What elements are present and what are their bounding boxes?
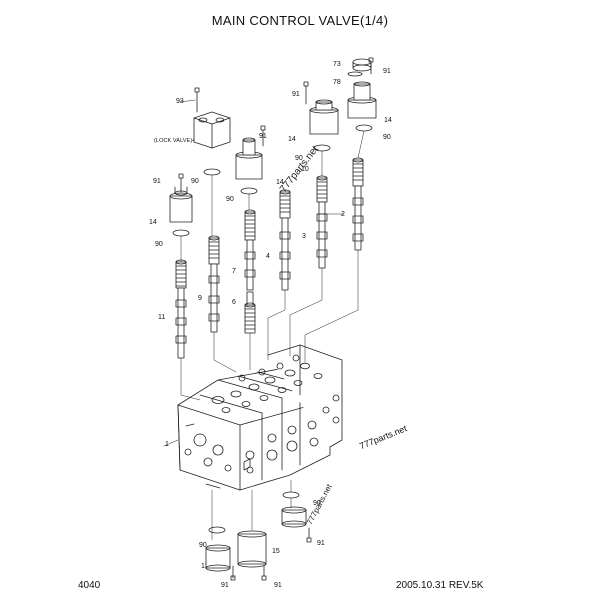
spool-11 xyxy=(176,260,186,358)
callout-2: 2 xyxy=(341,211,345,218)
callout-73: 73 xyxy=(333,61,341,68)
callout-90: 90 xyxy=(199,542,207,549)
callout-90: 90 xyxy=(295,155,303,162)
spool-7 xyxy=(245,210,255,290)
callout-90: 90 xyxy=(155,241,163,248)
cap-14-right xyxy=(348,59,376,118)
callout-90: 90 xyxy=(226,196,234,203)
callout-91: 91 xyxy=(383,68,391,75)
spool-2 xyxy=(353,158,363,250)
cap-14-mid xyxy=(310,100,338,134)
callout-91: 91 xyxy=(274,582,282,589)
callout-7: 7 xyxy=(232,268,236,275)
callout-78: 78 xyxy=(333,79,341,86)
callout-91: 91 xyxy=(221,582,229,589)
leader-lines xyxy=(164,100,364,540)
page-number: 4040 xyxy=(78,580,101,591)
bottom-cap-right xyxy=(282,507,306,527)
callout-90: 90 xyxy=(313,500,321,507)
bolts xyxy=(179,58,373,580)
callout-14: 14 xyxy=(149,219,157,226)
spool-9 xyxy=(209,236,219,332)
callout-14: 14 xyxy=(384,117,392,124)
spool-4 xyxy=(280,190,290,290)
spool-6 xyxy=(245,292,255,333)
revision-date: 2005.10.31 REV.5K xyxy=(396,580,484,591)
callout-13: 13 xyxy=(201,563,209,570)
lock-valve xyxy=(194,112,230,148)
cap-14-left xyxy=(170,187,192,222)
callout-90: 90 xyxy=(383,134,391,141)
callout-14: 14 xyxy=(288,136,296,143)
valve-body xyxy=(178,345,342,490)
callout-91: 91 xyxy=(153,178,161,185)
callout-4: 4 xyxy=(266,253,270,260)
callout-3: 3 xyxy=(302,233,306,240)
callout-93: 93 xyxy=(176,98,184,105)
callout-91: 91 xyxy=(317,540,325,547)
callout-11: 11 xyxy=(158,314,166,321)
lock-valve-note: (LOCK VALVE)4070 xyxy=(154,138,205,144)
callout-14: 14 xyxy=(276,179,284,186)
bottom-cap-13 xyxy=(206,545,230,571)
spool-3 xyxy=(317,176,327,268)
page-title: MAIN CONTROL VALVE(1/4) xyxy=(211,13,389,28)
cap-10 xyxy=(236,138,262,179)
bottom-cap-15 xyxy=(238,531,266,567)
callout-90: 90 xyxy=(191,178,199,185)
callout-9: 9 xyxy=(198,295,202,302)
callout-91: 91 xyxy=(292,91,300,98)
callout-15: 15 xyxy=(272,548,280,555)
callout-10: 10 xyxy=(301,166,309,173)
callout-6: 6 xyxy=(232,299,236,306)
